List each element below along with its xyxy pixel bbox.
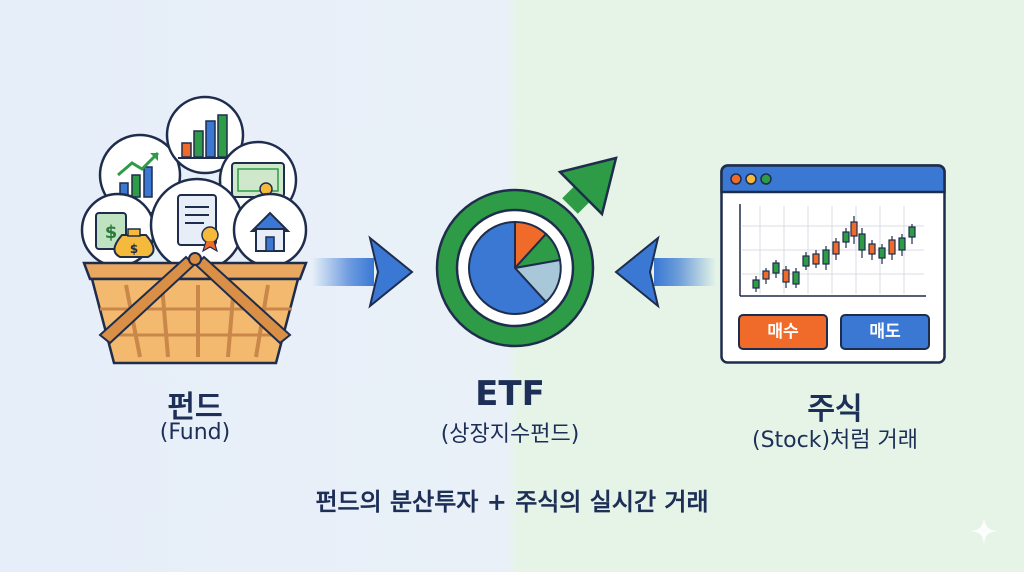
etf-title: ETF xyxy=(475,374,545,414)
svg-text:$: $ xyxy=(130,242,138,256)
fund-subtitle: (Fund) xyxy=(159,420,231,445)
arrow-stock-to-etf xyxy=(608,232,716,312)
buy-button[interactable]: 매수 xyxy=(738,314,828,350)
etf-subtitle: (상장지수펀드) xyxy=(440,422,580,447)
basket-icon xyxy=(82,252,308,365)
fund-title: 펀드 xyxy=(167,390,223,425)
fund-illustration: $ $ xyxy=(70,95,320,375)
arrow-fund-to-etf xyxy=(312,232,420,312)
stock-subtitle: (Stock)처럼 거래 xyxy=(751,428,918,453)
house-icon xyxy=(232,192,308,268)
certificate-icon xyxy=(218,140,298,220)
svg-text:$: $ xyxy=(105,222,118,243)
money-bag-icon: $ xyxy=(113,228,155,258)
summary-caption: 펀드의 분산투자 + 주식의 실시간 거래 xyxy=(315,488,709,516)
stock-window: 매수 매도 xyxy=(720,164,946,364)
stock-title: 주식 xyxy=(807,392,863,427)
bar-chart-icon xyxy=(165,95,245,175)
up-arrow-icon xyxy=(557,156,618,217)
sell-button[interactable]: 매도 xyxy=(840,314,930,350)
etf-illustration xyxy=(420,150,630,360)
pie-chart-icon xyxy=(468,220,562,315)
candlestick-chart-icon xyxy=(739,204,926,297)
sparkle-icon xyxy=(968,515,1000,547)
